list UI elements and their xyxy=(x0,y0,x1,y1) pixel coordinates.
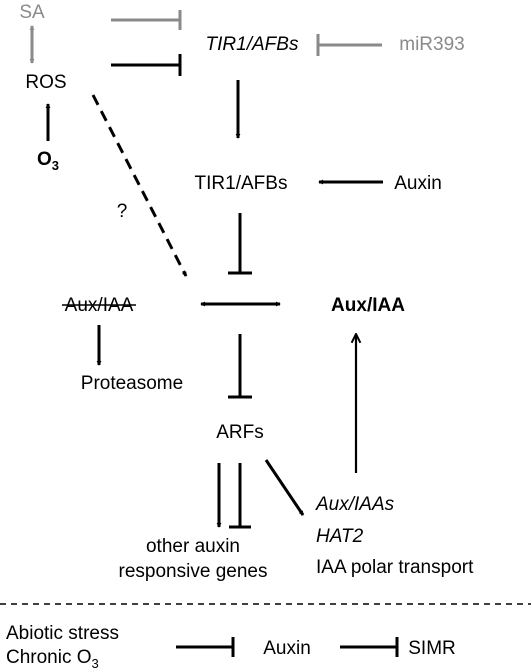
proteasome-label: Proteasome xyxy=(81,373,183,394)
auxin-label: Auxin xyxy=(394,173,442,194)
aux-iaas-label: Aux/IAAs xyxy=(315,494,395,515)
abiotic-stress-label: Abiotic stress xyxy=(6,623,119,644)
bottom-auxin-label: Auxin xyxy=(263,638,311,659)
other-genes-label-2: responsive genes xyxy=(119,561,268,582)
aux-iaa-label: Aux/IAA xyxy=(331,295,405,316)
sa-label: SA xyxy=(19,2,45,23)
question-mark: ? xyxy=(117,201,128,222)
ros-dashed-arrow xyxy=(91,94,188,276)
arfs-label: ARFs xyxy=(216,422,264,443)
mir393-label: miR393 xyxy=(399,34,464,55)
o3-label: O3 xyxy=(37,149,59,173)
tir1-gene-label: TIR1/AFBs xyxy=(206,34,299,55)
simr-label: SIMR xyxy=(408,638,456,659)
other-genes-label-1: other auxin xyxy=(146,536,240,557)
arfs-auxiaas-arrow xyxy=(264,459,305,516)
ros-label: ROS xyxy=(25,72,66,93)
iaa-transport-label: IAA polar transport xyxy=(316,557,474,578)
tir1-protein-label: TIR1/AFBs xyxy=(195,173,288,194)
chronic-o3-label: Chronic O3 xyxy=(6,647,99,671)
hat2-label: HAT2 xyxy=(316,526,364,547)
